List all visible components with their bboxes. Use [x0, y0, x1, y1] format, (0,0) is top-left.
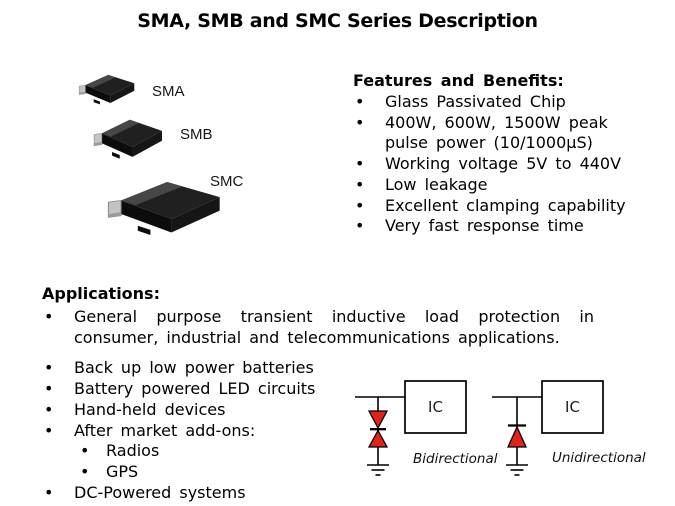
circuit-diagrams: IC Bidirectional IC: [355, 380, 646, 476]
feature-item: Excellent clamping capability: [353, 196, 645, 217]
application-item: After market add-ons:: [42, 421, 642, 442]
feature-item: Very fast response time: [353, 216, 645, 237]
application-item: DC-Powered systems: [42, 483, 642, 504]
applications-intro-list: General purpose transient inductive load…: [42, 307, 594, 348]
ground-symbol: [367, 464, 389, 476]
feature-item: Working voltage 5V to 440V: [353, 154, 645, 175]
bidirectional-label: Bidirectional: [413, 451, 498, 467]
application-item: Back up low power batteries: [42, 358, 642, 379]
diode-triangle-up: [506, 425, 528, 448]
ic-box: [541, 380, 604, 434]
feature-item: Low leakage: [353, 175, 645, 196]
unidirectional-circuit: IC Unidirectional: [492, 380, 646, 476]
tvs-bidirectional-symbol: [367, 410, 389, 448]
ic-label: IC: [428, 398, 443, 416]
package-label-smb: SMB: [180, 126, 213, 143]
feature-item: Glass Passivated Chip: [353, 92, 645, 113]
page-title: SMA, SMB and SMC Series Description: [137, 10, 538, 32]
package-photo-smb: [93, 119, 163, 160]
diode-triangle-down: [367, 410, 389, 430]
application-sub-item: Radios: [78, 441, 642, 462]
applications-sub-list: Radios GPS: [78, 441, 642, 482]
tvs-unidirectional-symbol: [506, 424, 528, 448]
feature-item: 400W, 600W, 1500W peak pulse power (10/1…: [353, 113, 645, 154]
package-label-smc: SMC: [210, 173, 244, 190]
applications-list: Back up low power batteries Battery powe…: [42, 358, 642, 503]
unidirectional-label: Unidirectional: [552, 450, 646, 466]
features-heading: Features and Benefits:: [353, 71, 564, 90]
diode-triangle-up: [367, 429, 389, 448]
ic-label: IC: [565, 398, 580, 416]
features-section: Features and Benefits: Glass Passivated …: [353, 70, 645, 237]
package-photo-smc: [107, 181, 221, 236]
application-intro-item: General purpose transient inductive load…: [42, 307, 594, 348]
application-sub-item: GPS: [78, 462, 642, 483]
applications-section: Applications: General purpose transient …: [42, 283, 642, 503]
features-list: Glass Passivated Chip 400W, 600W, 1500W …: [353, 92, 645, 237]
applications-heading: Applications:: [42, 284, 160, 303]
ground-symbol: [506, 464, 528, 476]
application-item: Battery powered LED circuits: [42, 379, 642, 400]
package-label-sma: SMA: [152, 83, 185, 100]
bidirectional-circuit: IC Bidirectional: [355, 380, 498, 476]
ic-box: [404, 380, 467, 434]
application-item: Hand-held devices: [42, 400, 642, 421]
package-photos: [78, 74, 221, 236]
package-photo-sma: [78, 74, 135, 105]
